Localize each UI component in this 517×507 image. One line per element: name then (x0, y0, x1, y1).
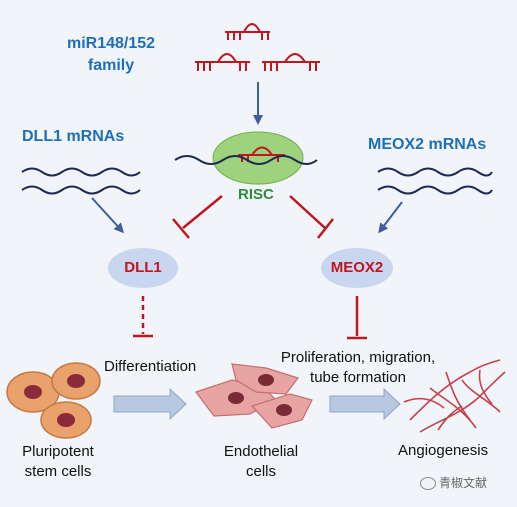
wechat-icon (420, 477, 436, 490)
dll1-label: DLL1 (124, 259, 162, 276)
proliferation-line1: Proliferation, migration, (280, 349, 436, 366)
endothelial-label: Endothelial cells (206, 442, 316, 482)
meox2-mrnas-label: MEOX2 mRNAs (368, 136, 487, 153)
pluripotent-line1: Pluripotent (22, 443, 94, 460)
dll1-mrnas-label: DLL1 mRNAs (22, 128, 125, 145)
meox2-mrna-strands (377, 167, 493, 195)
arrow-dll1-mrna-to-dll1 (91, 197, 125, 234)
risc-complex (212, 131, 304, 185)
watermark: 青椒文献 (420, 474, 487, 491)
meox2-label: MEOX2 (330, 259, 384, 276)
block-arrow-angiogenesis (329, 387, 401, 421)
watermark-text: 青椒文献 (439, 476, 488, 490)
risc-label: RISC (238, 186, 274, 203)
endothelial-line1: Endothelial (223, 443, 299, 460)
dll1-inhibits-differentiation (133, 296, 153, 338)
arrow-meox2-mrna-to-meox2 (378, 201, 403, 234)
angiogenesis-label: Angiogenesis (398, 442, 489, 459)
risc-bound-mirna (238, 146, 285, 162)
endothelial-line2: cells (245, 463, 276, 480)
proliferation-label: Proliferation, migration, tube formation (258, 348, 458, 388)
differentiation-label: Differentiation (104, 358, 197, 375)
pluripotent-label: Pluripotent stem cells (0, 442, 116, 482)
angiogenesis-vessels (403, 359, 506, 433)
risc-bound-mrna (174, 155, 318, 165)
pluripotent-stem-cells (6, 362, 101, 439)
pluripotent-line2: stem cells (24, 463, 92, 480)
endothelial-cells (195, 363, 313, 429)
mirna-glyph-3 (262, 53, 320, 71)
mirna-label-line2: family (87, 57, 135, 74)
block-arrow-differentiation (113, 387, 187, 421)
proliferation-line2: tube formation (310, 369, 406, 386)
mirna-family-label: miR148/152 family (52, 33, 170, 77)
mirna-glyphs (195, 23, 320, 71)
mirna-glyph-1 (225, 23, 270, 40)
meox2-node (321, 248, 393, 288)
mirna-glyph-2 (195, 53, 250, 71)
risc-inhibits-meox2 (289, 195, 334, 239)
dll1-mrna-strands (21, 167, 141, 195)
mirna-label-line1: miR148/152 (66, 35, 156, 52)
dll1-node (108, 248, 178, 288)
risc-inhibits-dll1 (172, 195, 223, 239)
meox2-inhibits-proliferation (347, 296, 367, 340)
